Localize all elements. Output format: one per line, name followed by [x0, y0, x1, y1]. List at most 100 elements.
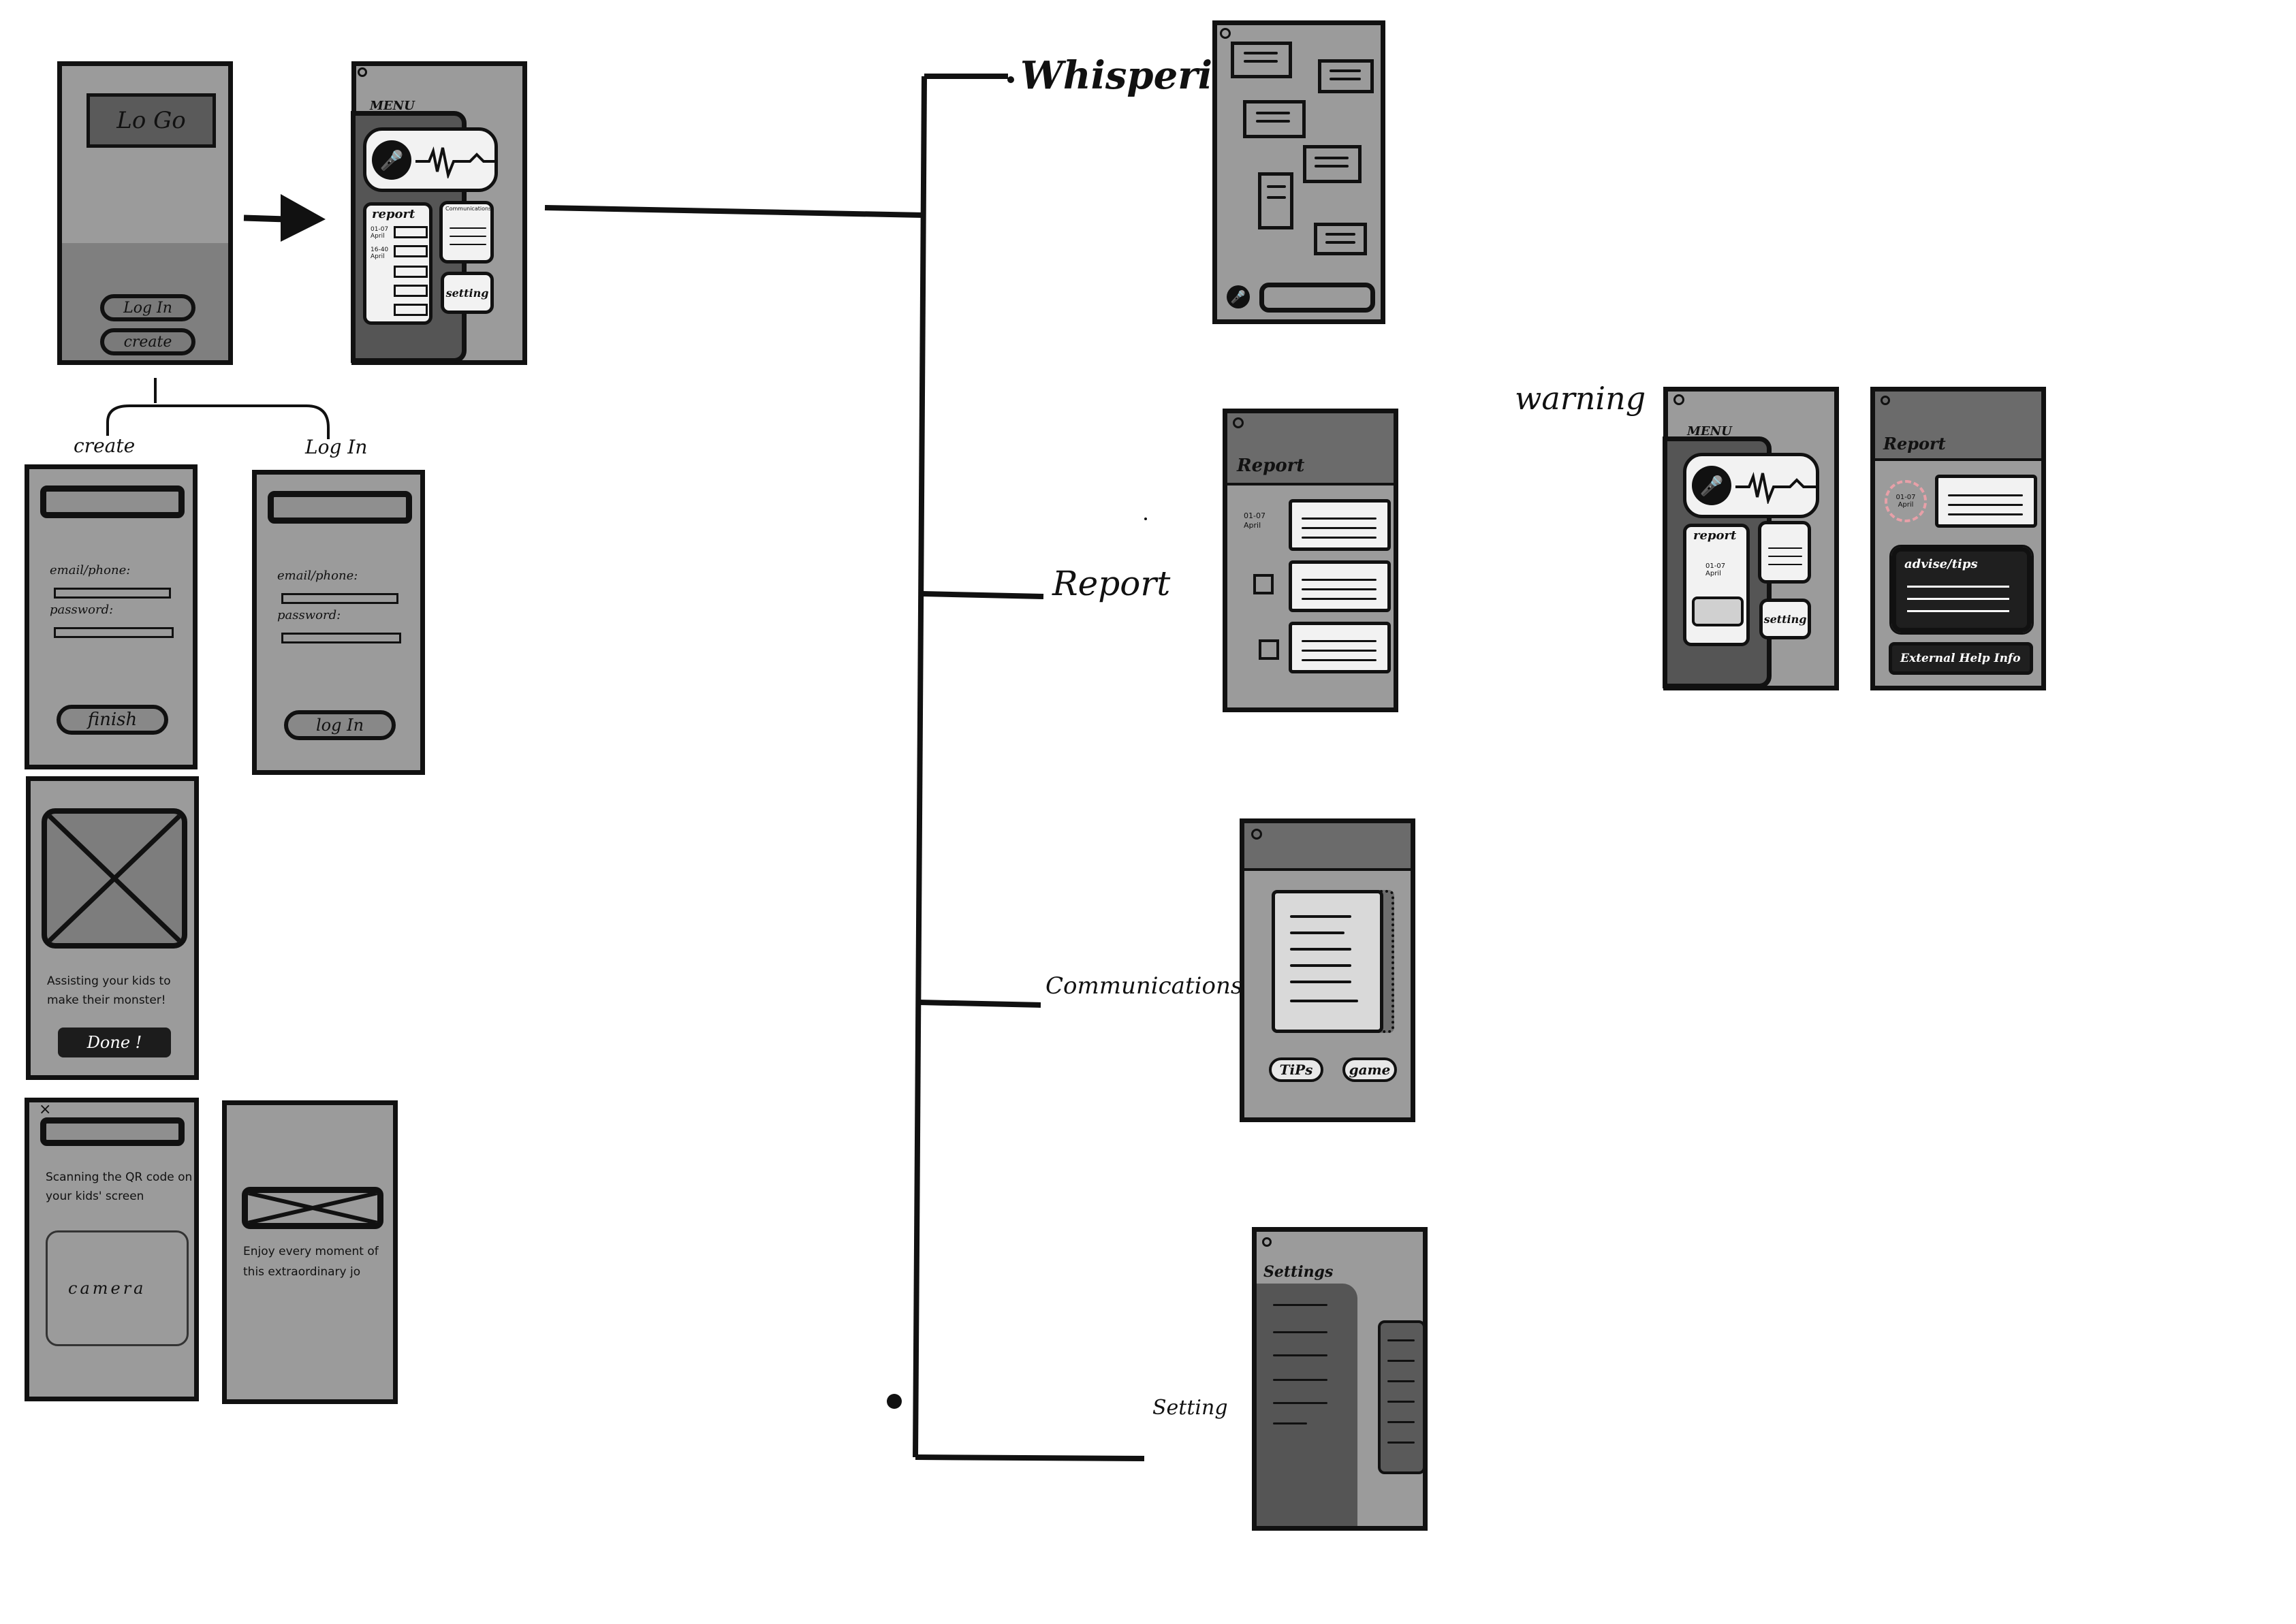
- menu-setting-card[interactable]: setting: [441, 272, 494, 314]
- menu-communications-card[interactable]: Communications: [439, 201, 494, 264]
- warning-report-date: 01-07 April: [1705, 562, 1726, 577]
- create-password-label: password:: [50, 603, 114, 617]
- camera-view[interactable]: camera: [46, 1230, 189, 1346]
- settings-title: Settings: [1263, 1263, 1334, 1281]
- report-entry-card[interactable]: [1289, 560, 1391, 612]
- message-note: [1314, 223, 1367, 255]
- login-password-field[interactable]: [281, 633, 401, 643]
- microphone-icon[interactable]: 🎤: [1227, 285, 1250, 308]
- menu-title: MENU: [370, 99, 415, 113]
- whispering-screen: 🎤: [1212, 20, 1385, 324]
- message-note: [1303, 145, 1362, 183]
- create-password-field[interactable]: [54, 627, 174, 638]
- login-email-field[interactable]: [281, 593, 398, 604]
- camera-icon: [358, 67, 367, 77]
- report-entry-card[interactable]: [1289, 499, 1391, 551]
- menu-report-date-2: 16-40 April: [371, 246, 389, 260]
- create-email-field[interactable]: [54, 588, 171, 599]
- done-button[interactable]: Done !: [58, 1028, 171, 1057]
- branch-login-label: Log In: [305, 436, 368, 458]
- message-note: [1318, 59, 1374, 93]
- message-note: [1258, 172, 1293, 229]
- whisper-bar[interactable]: 🎤: [363, 127, 498, 192]
- report-checkbox[interactable]: [1253, 574, 1274, 594]
- menu-screen: MENU 🎤 report 01-07 April 16-40 April Co…: [351, 61, 527, 365]
- warning-report-label: report: [1693, 528, 1737, 543]
- branch-setting-label: Setting: [1152, 1396, 1228, 1420]
- communications-screen: TiPs game: [1240, 818, 1415, 1122]
- warning-whisper-bar[interactable]: 🎤: [1683, 453, 1819, 518]
- whisper-input[interactable]: [1259, 283, 1375, 313]
- finish-button-label: finish: [87, 710, 138, 730]
- menu-report-row: [394, 285, 428, 297]
- login-button[interactable]: Log In: [100, 294, 195, 321]
- warning-badge-date: 01-07 April: [1896, 494, 1916, 509]
- create-header-bar: [40, 485, 185, 518]
- tips-button-label: TiPs: [1279, 1062, 1313, 1078]
- camera-icon: [1220, 28, 1231, 39]
- menu-setting-label: setting: [445, 286, 489, 300]
- close-icon[interactable]: ×: [39, 1101, 52, 1118]
- login-form-screen: email/phone: password: log In: [252, 470, 425, 775]
- external-help-label: External Help Info: [1900, 652, 2021, 665]
- microphone-icon[interactable]: 🎤: [372, 140, 411, 180]
- camera-icon: [1251, 829, 1262, 840]
- warning-alert-card[interactable]: [1692, 596, 1744, 626]
- login-submit-button[interactable]: log In: [284, 710, 396, 740]
- logo-text: Lo Go: [116, 107, 186, 134]
- report-header: Report: [1227, 413, 1394, 485]
- communications-header: [1244, 823, 1411, 871]
- monster-text: Assisting your kids to make their monste…: [47, 974, 171, 1007]
- login-submit-label: log In: [315, 716, 364, 735]
- logo-box: Lo Go: [87, 93, 216, 148]
- enjoy-screen: Enjoy every moment of this extraordinary…: [222, 1100, 398, 1404]
- report-screen: Report 01-07 April: [1223, 409, 1398, 712]
- settings-side-tab[interactable]: [1378, 1320, 1426, 1474]
- menu-report-row: [394, 245, 428, 257]
- enjoy-text: Enjoy every moment of this extraordinary…: [243, 1245, 379, 1279]
- book-page[interactable]: [1272, 890, 1383, 1033]
- branch-create-label: create: [74, 434, 136, 457]
- warning-menu-title: MENU: [1687, 424, 1732, 439]
- warning-badge-icon: 01-07 April: [1885, 480, 1927, 522]
- monster-screen: Assisting your kids to make their monste…: [26, 776, 199, 1080]
- login-button-label: Log In: [123, 299, 172, 317]
- report-entry-card[interactable]: [1289, 622, 1391, 673]
- settings-panel: [1257, 1284, 1357, 1526]
- branch-communications-label: Communications: [1045, 972, 1243, 1000]
- report-title: Report: [1237, 456, 1305, 476]
- advise-tips-panel[interactable]: advise/tips: [1889, 545, 2034, 635]
- menu-report-row: [394, 304, 428, 316]
- warning-report-entry[interactable]: [1935, 475, 2037, 528]
- create-button-label: create: [123, 333, 172, 351]
- warning-report-screen: Report 01-07 April advise/tips External …: [1870, 387, 2046, 690]
- camera-icon: [1262, 1237, 1272, 1247]
- create-email-label: email/phone:: [50, 563, 131, 577]
- message-note: [1231, 42, 1292, 78]
- text-line: [450, 227, 486, 229]
- create-button[interactable]: create: [100, 328, 195, 355]
- game-button[interactable]: game: [1342, 1057, 1397, 1082]
- microphone-icon[interactable]: 🎤: [1692, 466, 1731, 505]
- menu-report-label: report: [372, 207, 415, 221]
- warning-setting-card[interactable]: setting: [1759, 599, 1811, 639]
- warning-report-card[interactable]: report 01-07 April: [1683, 524, 1750, 646]
- warning-setting-label: setting: [1763, 612, 1807, 626]
- warning-communications-card[interactable]: [1758, 521, 1811, 584]
- menu-report-card[interactable]: report 01-07 April 16-40 April: [363, 202, 433, 325]
- settings-screen: Settings: [1252, 1227, 1428, 1531]
- advise-label: advise/tips: [1904, 557, 1978, 571]
- warning-report-title: Report: [1883, 434, 1946, 453]
- finish-button[interactable]: finish: [57, 705, 168, 735]
- menu-communications-label: Communications: [445, 206, 492, 212]
- image-placeholder: [42, 808, 187, 949]
- login-header-bar: [268, 491, 412, 524]
- tips-button[interactable]: TiPs: [1269, 1057, 1323, 1082]
- onboarding-screen: Lo Go Log In create: [57, 61, 233, 365]
- qr-screen: × Scanning the QR code on your kids' scr…: [25, 1098, 199, 1401]
- report-checkbox[interactable]: [1259, 639, 1279, 660]
- external-help-button[interactable]: External Help Info: [1889, 642, 2033, 675]
- message-note: [1243, 100, 1306, 138]
- text-line: [450, 244, 486, 245]
